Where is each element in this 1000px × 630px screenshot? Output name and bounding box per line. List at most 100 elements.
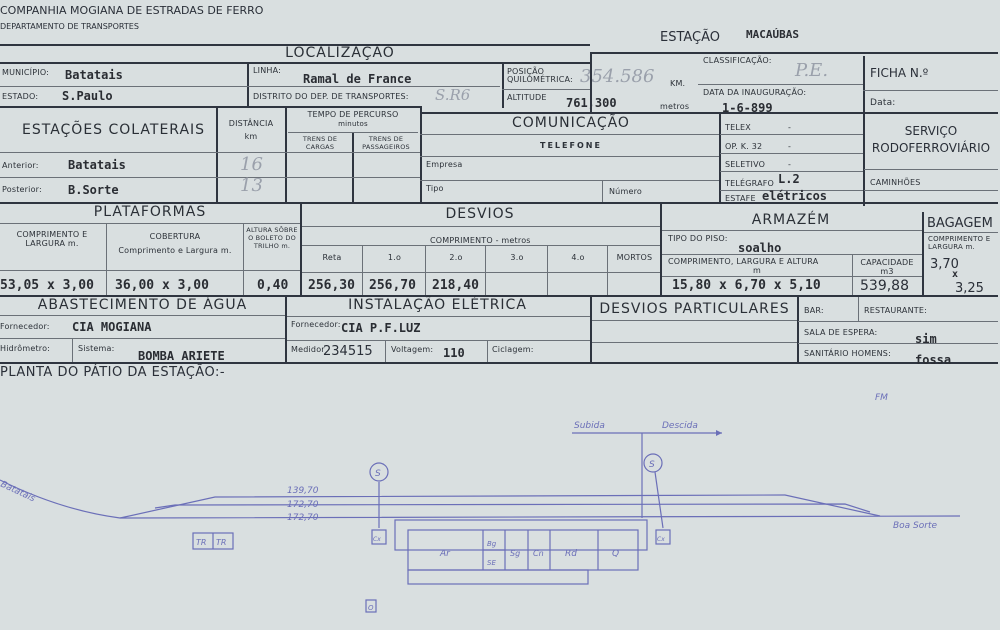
bar-label: BAR:: [804, 306, 824, 315]
bagagem-v2: 3,25: [955, 281, 984, 296]
classificacao-label: CLASSIFICAÇÃO:: [703, 56, 772, 65]
estado-label: ESTADO:: [2, 92, 39, 101]
cobertura-value: 36,00 x 3,00: [115, 278, 209, 293]
desvios-column: 3.o: [485, 245, 548, 295]
desvios-column: 2.o 218,40: [425, 245, 486, 295]
planta-title: PLANTA DO PÁTIO DA ESTAÇÃO:-: [0, 365, 226, 380]
sanitario-value: fossa: [915, 353, 952, 367]
main-track: [0, 479, 961, 519]
empresa-label: Empresa: [426, 160, 463, 169]
yard-plan-diagram: FM Subida Descida 139,70 172,70 172,70 B…: [0, 393, 961, 613]
colaterais-title: ESTAÇÕES COLATERAIS: [22, 122, 206, 138]
dims-value: 15,80 x 6,70 x 5,10: [672, 278, 821, 293]
armazem-title: ARMAZÉM: [751, 212, 831, 228]
cx-left: Cx: [373, 536, 381, 543]
classificacao-value: P.E.: [795, 60, 829, 81]
eletrica-fornecedor-value: CIA P.F.LUZ: [341, 321, 421, 335]
posicao-unit: KM.: [670, 79, 686, 88]
agua-title: ABASTECIMENTO DE ÁGUA: [37, 297, 248, 313]
sala-espera-value: sim: [915, 332, 937, 346]
bagagem-title: BAGAGEM: [927, 216, 993, 231]
opk-value: -: [788, 142, 792, 151]
tr-2: TR: [216, 538, 226, 547]
localizacao-title: LOCALIZAÇÃO: [285, 45, 395, 61]
eletrica-title: INSTALAÇÃO ELÉTRICA: [348, 297, 527, 313]
room-sg: Sg: [510, 549, 520, 558]
desvios-column-label: 4.o: [571, 253, 585, 262]
siding-1: [119, 494, 881, 519]
medidor-label: Medidor: [291, 345, 325, 354]
cx-right: Cx: [657, 536, 665, 543]
linha-label: LINHA:: [253, 66, 282, 75]
anterior-km: 16: [240, 154, 263, 175]
left-station: Batatais: [0, 480, 37, 505]
telegrafo-value: L.2: [778, 172, 800, 186]
tempo-unit: minutos: [338, 120, 368, 128]
desvios-title: DESVIOS: [445, 206, 515, 222]
cobertura-sub: Comprimento e Largura m.: [118, 246, 232, 255]
bagagem-label: COMPRIMENTO E LARGURA m.: [928, 235, 991, 251]
posterior-value: B.Sorte: [68, 183, 119, 197]
estafe-value: elétricos: [762, 189, 828, 203]
cargas-label: TRENS DE CARGAS: [302, 135, 338, 151]
estafe-label: ESTAFE: [725, 194, 756, 203]
linha-value: Ramal de France: [303, 72, 412, 86]
bagagem-x: x: [952, 269, 959, 280]
track-length-3: 172,70: [287, 513, 319, 523]
restaurante-label: RESTAURANTE:: [864, 306, 928, 315]
passageiros-label: TRENS DE PASSAGEIROS: [362, 135, 410, 151]
plataforma-comp-value: 53,05 x 3,00: [0, 278, 94, 293]
cobertura-label: COBERTURA: [149, 232, 201, 241]
posicao-value: 354.586: [580, 66, 655, 87]
plataformas-title: PLATAFORMAS: [93, 204, 207, 220]
descida-label: Descida: [662, 421, 698, 431]
desvios-column: 4.o: [547, 245, 608, 295]
bagagem-v1: 3,70: [930, 257, 959, 272]
right-station: Boa Sorte: [893, 521, 938, 531]
seletivo-label: SELETIVO: [725, 160, 766, 169]
dims-unit: m: [753, 266, 761, 275]
municipio-label: MUNICÍPIO:: [2, 68, 50, 77]
ficha-data-label: Data:: [870, 98, 896, 108]
anterior-label: Anterior:: [2, 161, 39, 170]
department-name: DEPARTAMENTO DE TRANSPORTES: [0, 22, 139, 31]
posicao-label: POSIÇÃO QUILOMÉTRICA:: [507, 67, 573, 84]
particulares-title: DESVIOS PARTICULARES: [599, 301, 790, 317]
distrito-label: DISTRITO DO DEP. DE TRANSPORTES:: [253, 92, 409, 101]
desvios-column: MORTOS: [607, 245, 661, 295]
telegrafo-label: TELÉGRAFO: [725, 179, 775, 188]
posterior-km: 13: [240, 175, 263, 196]
track-length-2: 172,70: [287, 500, 319, 510]
desvios-column-label: 3.o: [510, 253, 524, 262]
desvios-value: 256,70: [369, 278, 416, 293]
altura-label: ALTURA SÔBRE O BOLETO DO TRILHO m.: [246, 226, 298, 250]
telex-value: -: [788, 123, 792, 132]
siding-2: [154, 503, 871, 513]
room-rd: Rd: [565, 549, 577, 559]
initials: FM: [875, 393, 888, 403]
voltagem-value: 110: [443, 346, 465, 360]
servico-title-1: SERVIÇO: [904, 124, 958, 138]
room-q: Q: [612, 549, 619, 559]
desvios-comprimento-label: COMPRIMENTO - metros: [430, 236, 531, 245]
desvios-value: 218,40: [432, 278, 479, 293]
tr-1: TR: [196, 538, 206, 547]
distancia-unit: km: [244, 132, 258, 141]
desvios-column-label: 2.o: [449, 253, 463, 262]
room-ar: Ar: [439, 549, 451, 559]
tempo-label: TEMPO DE PERCURSO: [307, 110, 399, 119]
other-building: O: [368, 604, 374, 612]
ciclagem-label: Ciclagem:: [492, 345, 534, 354]
medidor-value: 234515: [323, 344, 373, 359]
station-label: ESTAÇÃO: [660, 30, 721, 45]
plataforma-comp-label: COMPRIMENTO E LARGURA m.: [16, 230, 88, 248]
desvios-column-label: Reta: [322, 253, 342, 262]
altitude-label: ALTITUDE: [507, 93, 547, 102]
seletivo-value: -: [788, 160, 792, 169]
piso-value: soalho: [738, 241, 782, 255]
tipo-label: Tipo: [426, 184, 444, 193]
room-cn: Cn: [533, 549, 544, 558]
estado-value: S.Paulo: [62, 89, 113, 103]
